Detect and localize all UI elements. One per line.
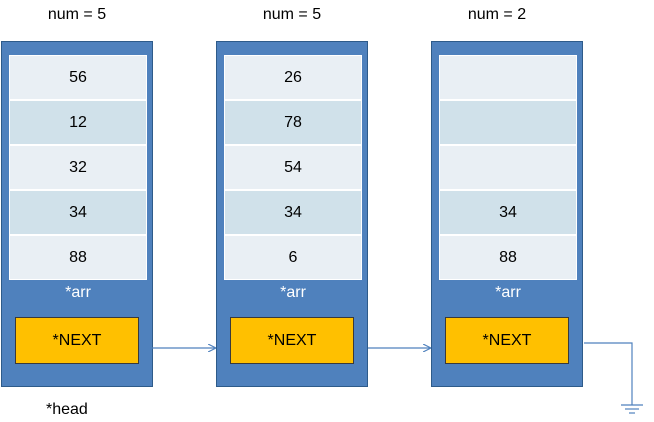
node-3-cell-1 xyxy=(439,55,577,100)
node-1-array: 56 12 32 34 88 xyxy=(9,55,147,280)
node-1-cell-2: 12 xyxy=(9,100,147,145)
node-3-arr-label: *arr xyxy=(495,284,521,301)
null-ground-icon xyxy=(584,342,643,414)
node-2-cell-5: 6 xyxy=(224,235,362,280)
node-3-cell-5: 88 xyxy=(439,235,577,280)
node-1-cell-3: 32 xyxy=(9,145,147,190)
node-2-cell-3: 54 xyxy=(224,145,362,190)
node-1-arr-label: *arr xyxy=(65,284,91,301)
node-3-num-label: num = 2 xyxy=(467,6,527,23)
head-pointer-label: *head xyxy=(46,401,88,418)
node-1: 56 12 32 34 88 *arr *NEXT xyxy=(1,41,153,387)
node-1-cell-1: 56 xyxy=(9,55,147,100)
node-1-cell-5: 88 xyxy=(9,235,147,280)
node-3-array: 34 88 xyxy=(439,55,577,280)
node-3-next-pointer: *NEXT xyxy=(445,317,569,364)
node-3-cell-2 xyxy=(439,100,577,145)
node-2-cell-2: 78 xyxy=(224,100,362,145)
node-2-cell-1: 26 xyxy=(224,55,362,100)
node-2: 26 78 54 34 6 *arr *NEXT xyxy=(216,41,368,387)
node-2-next-pointer: *NEXT xyxy=(230,317,354,364)
node-1-cell-4: 34 xyxy=(9,190,147,235)
node-2-array: 26 78 54 34 6 xyxy=(224,55,362,280)
node-1-next-pointer: *NEXT xyxy=(15,317,139,364)
node-3-cell-4: 34 xyxy=(439,190,577,235)
node-2-num-label: num = 5 xyxy=(262,6,322,23)
node-2-arr-label: *arr xyxy=(280,284,306,301)
node-2-cell-4: 34 xyxy=(224,190,362,235)
node-3-cell-3 xyxy=(439,145,577,190)
node-3: 34 88 *arr *NEXT xyxy=(431,41,583,387)
node-1-num-label: num = 5 xyxy=(47,6,107,23)
